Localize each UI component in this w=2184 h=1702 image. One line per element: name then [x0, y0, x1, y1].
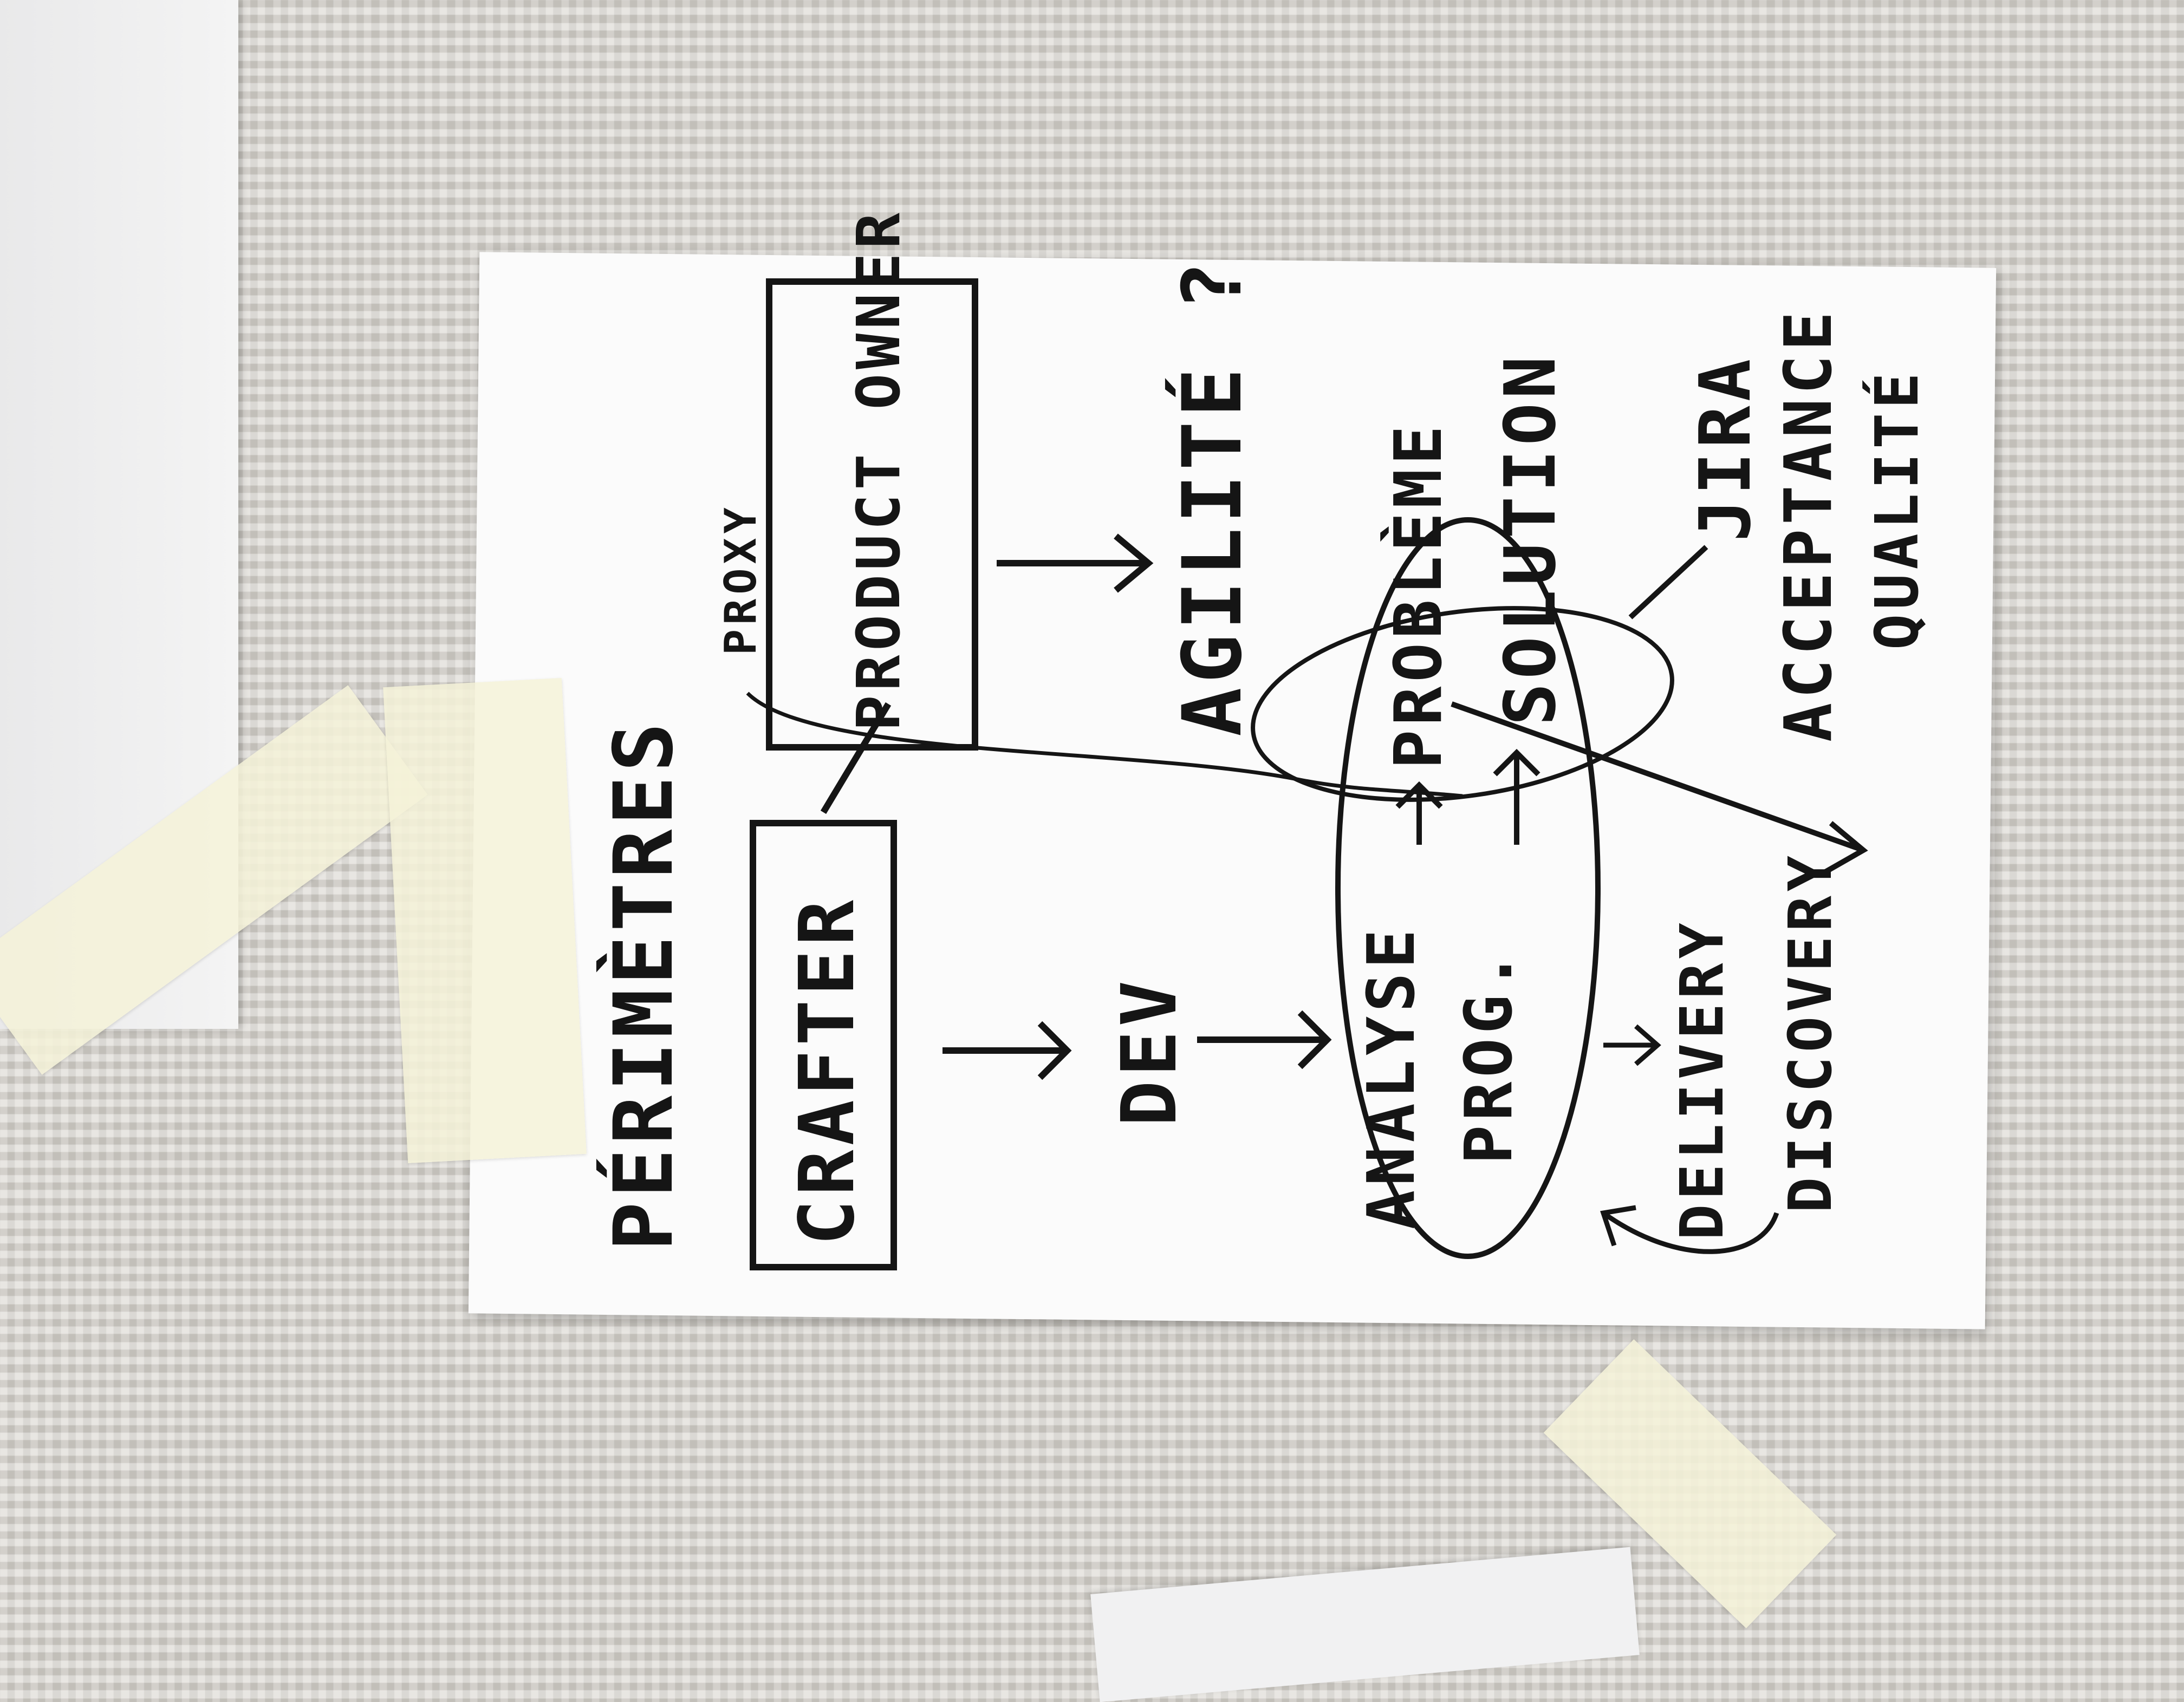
- handwritten-diagram: PÉRIMÈTRES PROXY CRAFTER PRODUCT OWNER D…: [596, 208, 1932, 1270]
- qualite-text: QUALITÉ: [1862, 368, 1932, 650]
- product-owner-box: [766, 278, 978, 751]
- jira-text: JIRA: [1684, 355, 1766, 542]
- arrow-crafter-dev: [942, 1021, 1072, 1080]
- proxy-text: PROXY: [716, 503, 766, 655]
- dev-text: DEV: [1106, 976, 1194, 1126]
- title-text: PÉRIMÈTRES: [596, 719, 691, 1251]
- connector-curve: [746, 692, 1463, 798]
- solution-text: SOLUTION: [1489, 352, 1571, 726]
- agilite-text: AGILITÉ ?: [1165, 257, 1260, 736]
- probleme-text: PROBLÈME: [1381, 421, 1457, 769]
- masking-tape: [383, 677, 587, 1164]
- arrow-analyse-probleme: [1395, 781, 1443, 845]
- prog-text: PROG.: [1452, 947, 1527, 1164]
- arrow-probleme-discovery: [1451, 701, 1868, 875]
- probleme-oval: [1251, 606, 1674, 802]
- arrow-jira: [1628, 545, 1708, 619]
- crafter-text: CRAFTER: [783, 896, 872, 1245]
- acceptance-text: ACCEPTANCE: [1771, 308, 1847, 742]
- arrow-dev-analyse: [1197, 1010, 1332, 1070]
- delivery-text: DELIVERY: [1667, 918, 1737, 1240]
- product-owner-text: PRODUCT OWNER: [844, 208, 913, 731]
- discovery-text: DISCOVERY: [1776, 851, 1845, 1213]
- arrow-po-agilite: [997, 533, 1154, 593]
- arrow-delivery: [1603, 1024, 1661, 1066]
- crafter-box: [750, 820, 897, 1270]
- analyse-text: ANALYSE: [1354, 925, 1429, 1229]
- divider-slash: [820, 702, 892, 814]
- loop-arrow: [1600, 1205, 1779, 1254]
- analyse-oval: [1335, 517, 1601, 1259]
- arrow-prog-solution: [1493, 748, 1540, 845]
